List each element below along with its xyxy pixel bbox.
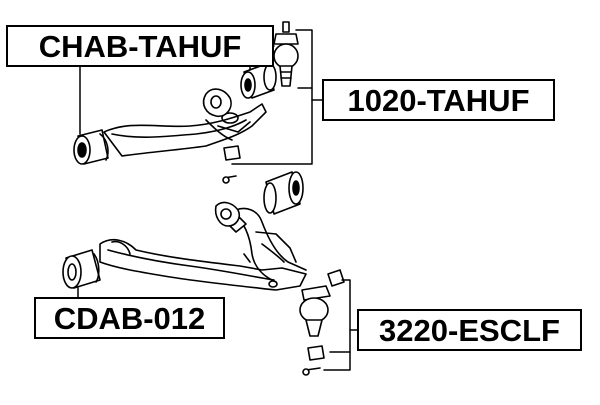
- lower-bushing-front: [62, 240, 131, 289]
- lower-control-arm: [99, 207, 307, 291]
- part-label-3220-esclf: 3220-ESCLF: [357, 309, 582, 351]
- upper-control-arm: [103, 103, 267, 157]
- part-label-cdab-012: CDAB-012: [34, 297, 225, 339]
- upper-bushing-right: [202, 63, 277, 118]
- part-label-chab-tahuf: CHAB-TAHUF: [6, 25, 274, 67]
- lower-ball-joint: [299, 269, 345, 376]
- part-label-1020-tahuf: 1020-TAHUF: [322, 79, 555, 121]
- lower-bushing-rear: [214, 171, 304, 227]
- upper-bushing-left: [73, 129, 109, 165]
- upper-ball-joint: [273, 21, 299, 87]
- upper-nut-bolt: [222, 145, 241, 184]
